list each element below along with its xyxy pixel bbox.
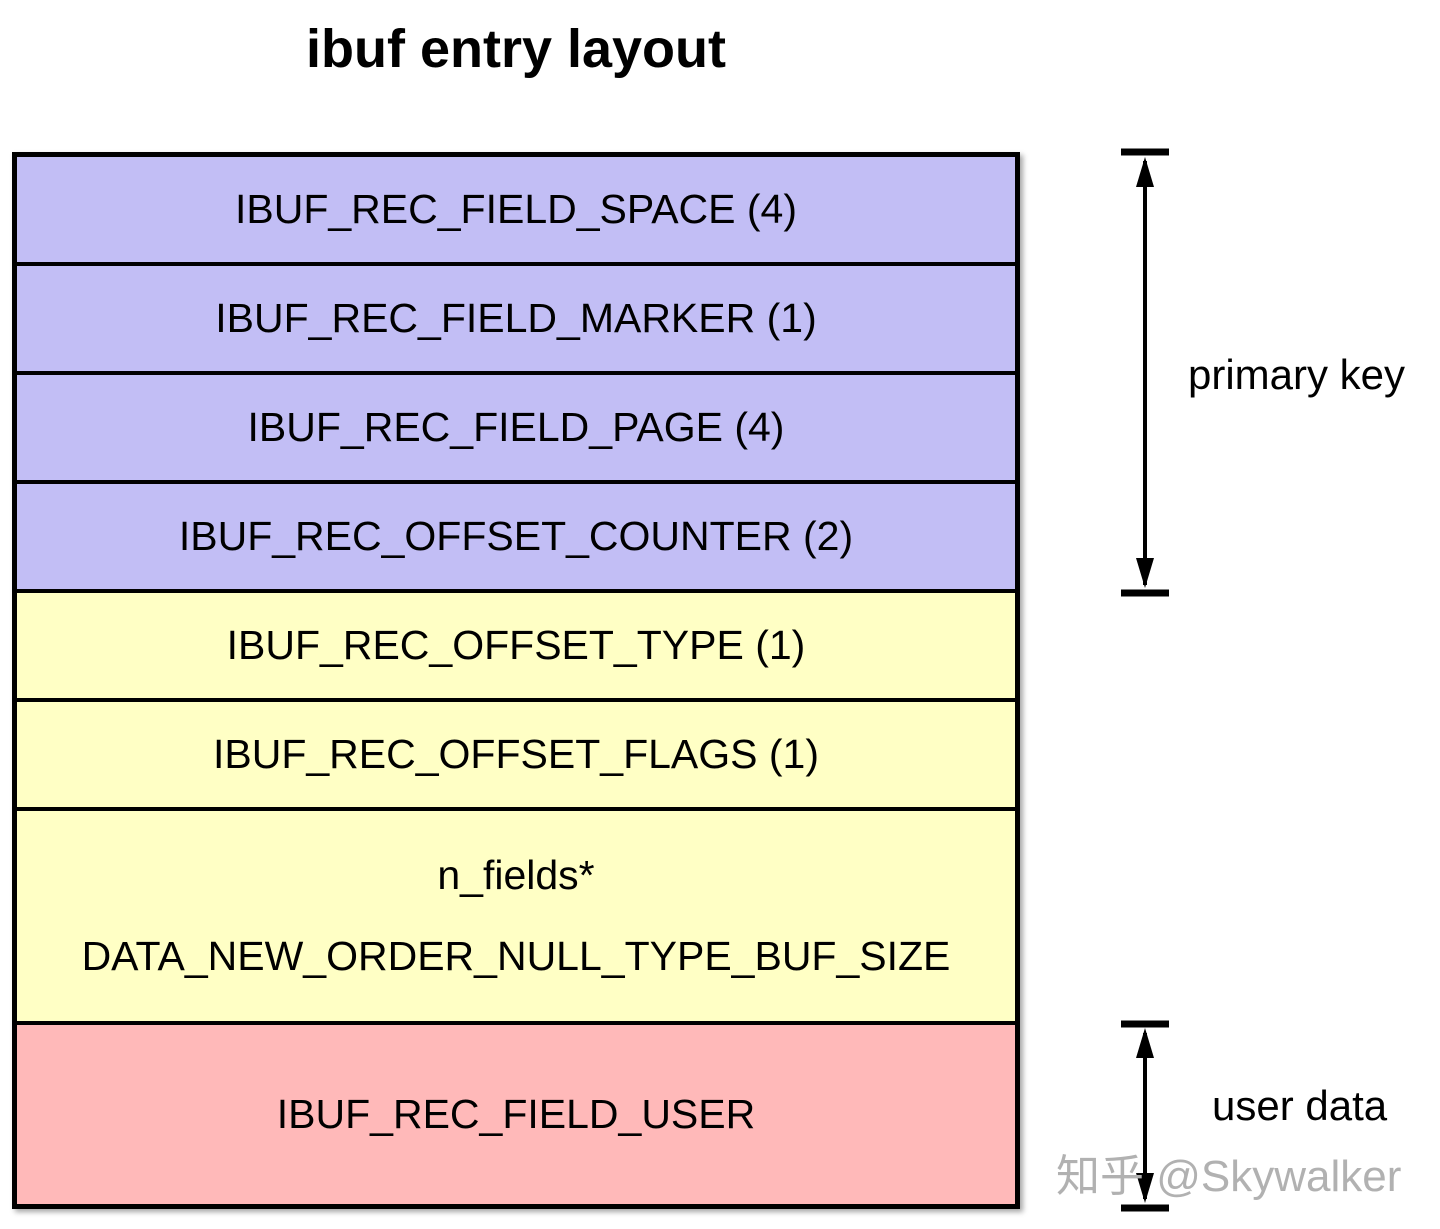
- ibuf-entry-box: IBUF_REC_FIELD_SPACE (4) IBUF_REC_FIELD_…: [12, 152, 1020, 1209]
- row-label: IBUF_REC_OFFSET_TYPE (1): [226, 621, 806, 668]
- user-data-extent-arrow-icon: [1121, 1020, 1169, 1212]
- row-ibuf-rec-offset-counter: IBUF_REC_OFFSET_COUNTER (2): [17, 480, 1015, 589]
- row-label-line1: n_fields*: [437, 851, 595, 898]
- row-label-line2: DATA_NEW_ORDER_NULL_TYPE_BUF_SIZE: [81, 933, 951, 979]
- row-ibuf-rec-offset-flags: IBUF_REC_OFFSET_FLAGS (1): [17, 698, 1015, 807]
- row-label: IBUF_REC_FIELD_MARKER (1): [215, 294, 817, 341]
- primary-key-label: primary key: [1188, 351, 1406, 398]
- user-data-label: user data: [1212, 1082, 1388, 1129]
- watermark: 知乎 @Skywalker: [1056, 1152, 1402, 1201]
- row-ibuf-rec-field-user: IBUF_REC_FIELD_USER: [17, 1021, 1015, 1204]
- row-label: IBUF_REC_OFFSET_COUNTER (2): [178, 512, 854, 559]
- row-ibuf-rec-field-marker: IBUF_REC_FIELD_MARKER (1): [17, 262, 1015, 371]
- row-ibuf-rec-field-space: IBUF_REC_FIELD_SPACE (4): [17, 157, 1015, 262]
- row-n-fields-data-buf: n_fields* DATA_NEW_ORDER_NULL_TYPE_BUF_S…: [17, 807, 1015, 1021]
- primary-key-extent-arrow-icon: [1121, 148, 1169, 597]
- row-ibuf-rec-offset-type: IBUF_REC_OFFSET_TYPE (1): [17, 589, 1015, 698]
- row-label: IBUF_REC_OFFSET_FLAGS (1): [212, 730, 819, 777]
- row-ibuf-rec-field-page: IBUF_REC_FIELD_PAGE (4): [17, 371, 1015, 480]
- row-label: IBUF_REC_FIELD_USER: [276, 1090, 756, 1137]
- diagram-title: ibuf entry layout: [305, 19, 727, 79]
- row-label: IBUF_REC_FIELD_PAGE (4): [247, 403, 785, 450]
- row-label: IBUF_REC_FIELD_SPACE (4): [234, 185, 797, 232]
